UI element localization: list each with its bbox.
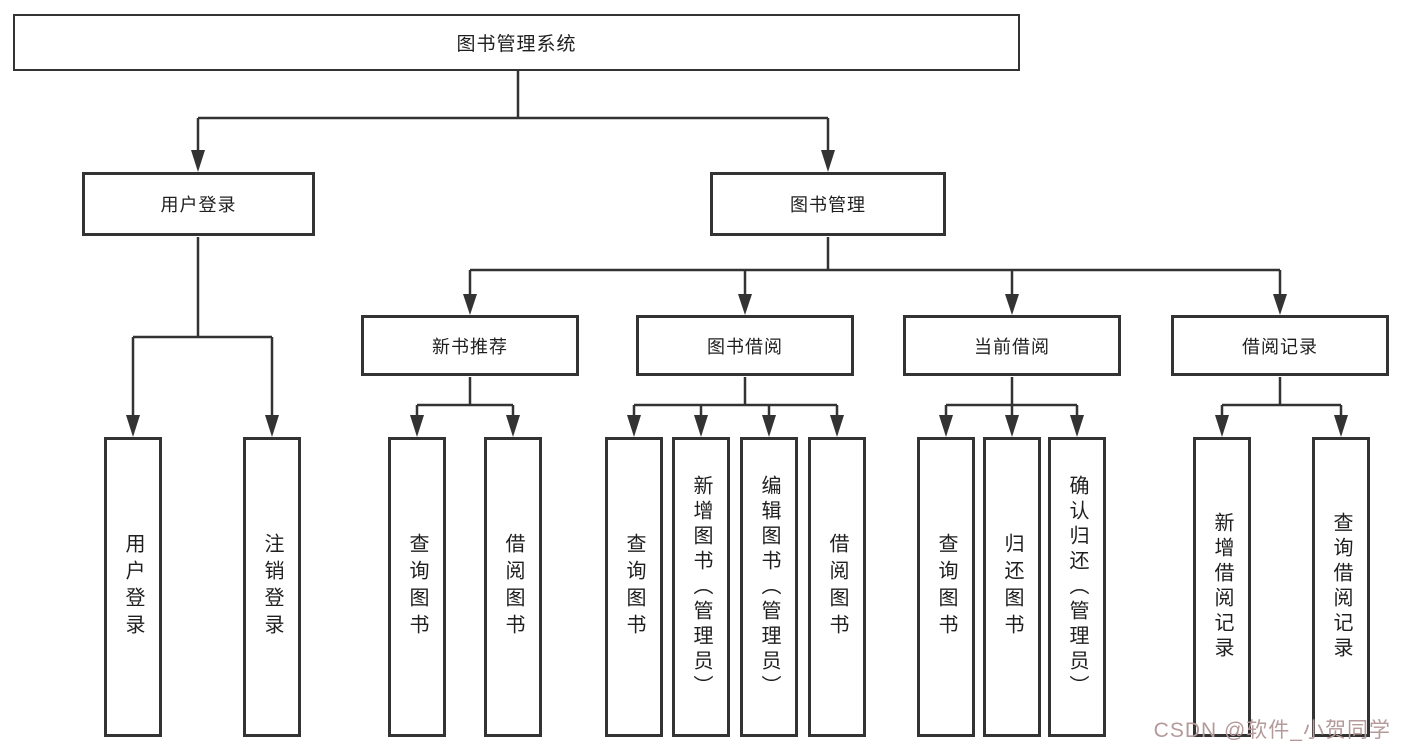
node-current-borrow: 当前借阅	[903, 315, 1121, 376]
connector-root-split	[191, 71, 835, 172]
node-user-login: 用户登录	[82, 172, 315, 236]
connector-borrow-records-split	[1215, 377, 1348, 437]
leaf-current-query: 查询图书	[917, 437, 975, 737]
watermark: CSDN @软件_小贺同学	[1153, 719, 1391, 742]
leaf-borrow-edit-admin: 编辑图书（管理员）	[740, 437, 798, 737]
leaf-newbook-query: 查询图书	[388, 437, 446, 737]
leaf-borrow-query: 查询图书	[605, 437, 663, 737]
leaf-current-confirm-admin: 确认归还（管理员）	[1048, 437, 1106, 737]
leaf-current-return: 归还图书	[983, 437, 1041, 737]
connector-book-management-split	[463, 237, 1287, 315]
leaf-records-add: 新增借阅记录	[1193, 437, 1251, 737]
node-book-borrow: 图书借阅	[636, 315, 854, 376]
node-book-management: 图书管理	[710, 172, 946, 236]
connector-book-borrow-split	[627, 377, 844, 437]
node-new-book-recommend: 新书推荐	[361, 315, 579, 376]
leaf-borrow-borrow: 借阅图书	[808, 437, 866, 737]
leaf-borrow-add-admin: 新增图书（管理员）	[672, 437, 730, 737]
connector-current-borrow-split	[939, 377, 1084, 437]
leaf-logout: 注销登录	[243, 437, 301, 737]
leaf-records-query: 查询借阅记录	[1312, 437, 1370, 737]
connector-user-login-split	[126, 237, 279, 437]
node-borrow-records: 借阅记录	[1171, 315, 1389, 376]
leaf-user-login: 用户登录	[104, 437, 162, 737]
node-root: 图书管理系统	[13, 14, 1020, 71]
connector-new-book-split	[410, 377, 520, 437]
leaf-newbook-borrow: 借阅图书	[484, 437, 542, 737]
